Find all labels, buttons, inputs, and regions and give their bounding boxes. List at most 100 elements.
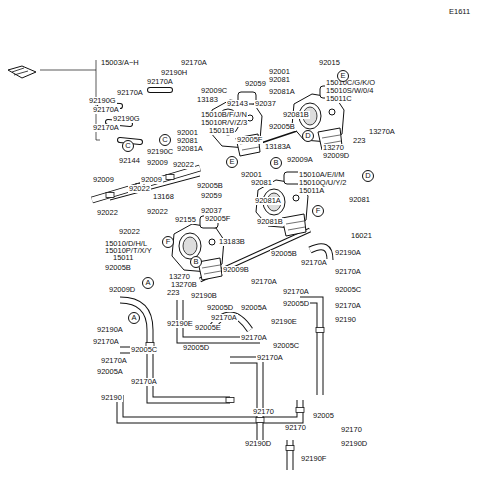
callout-number: 92170A — [256, 354, 284, 362]
callout-number: 92144 — [118, 157, 141, 165]
reference-circle: A — [128, 312, 140, 324]
callout-number: 92022 — [96, 209, 119, 217]
callout-number: 15011B — [208, 127, 235, 135]
reference-circle: E — [337, 70, 349, 82]
callout-number: 92170A — [334, 302, 362, 310]
reference-letter: C — [162, 136, 167, 144]
fuel-hoses — [120, 247, 330, 470]
callout-number: 92009C — [200, 87, 228, 95]
callout-number: 92022 — [172, 161, 195, 169]
reference-letter: F — [166, 238, 171, 246]
callout-number: 92059 — [244, 80, 267, 88]
callout-number: 92009 — [92, 176, 115, 184]
callout-number: 92170 — [284, 424, 307, 432]
callout-number: 92081B — [282, 111, 310, 119]
callout-number: 13270 — [168, 273, 191, 281]
callout-number: 92081A — [254, 197, 282, 205]
reference-circle: E — [226, 156, 238, 168]
reference-circle: A — [142, 277, 154, 289]
callout-number: 15011A — [298, 187, 325, 195]
callout-number: 92170 — [340, 426, 363, 434]
callout-number: 92005B — [104, 264, 132, 272]
callout-number: 92190A — [96, 326, 124, 334]
reference-letter: A — [145, 279, 150, 287]
callout-number: 92190F — [300, 455, 327, 463]
callout-number: 92190G — [112, 115, 141, 123]
reference-letter: D — [305, 132, 310, 140]
callout-number: 92170A — [100, 357, 128, 365]
reference-letter: B — [193, 258, 198, 266]
callout-number: 92170A — [180, 59, 208, 67]
callout-number: 13270 — [322, 144, 345, 152]
reference-letter: B — [273, 159, 278, 167]
callout-number: 92081A — [176, 145, 204, 153]
callout-number: 92009A — [286, 156, 314, 164]
reference-letter: D — [365, 172, 370, 180]
reference-circle: F — [312, 205, 324, 217]
front-arrow-icon — [8, 66, 36, 78]
callout-number: 92190H — [160, 69, 188, 77]
callout-number: 92170 — [252, 408, 275, 416]
callout-number: 92170A — [92, 124, 120, 132]
callout-number: 92170A — [130, 378, 158, 386]
callout-number: 92005C — [272, 342, 300, 350]
callout-number: 92022 — [118, 228, 141, 236]
callout-number: 92081 — [348, 196, 371, 204]
callout-number: 13168 — [152, 193, 175, 201]
callout-number: 13183B — [218, 238, 246, 246]
callout-number: 92001 — [176, 129, 199, 137]
reference-circle: D — [302, 130, 314, 142]
callout-number: 92001 — [240, 171, 263, 179]
callout-number: 92005B — [270, 250, 298, 258]
callout-number: 13183A — [264, 143, 292, 151]
callout-number: 15010B/F/J/N — [200, 111, 248, 119]
callout-number: 92170A — [334, 268, 362, 276]
callout-number: 92170A — [210, 314, 238, 322]
callout-number: 92170A — [92, 106, 120, 114]
callout-number: 92190 — [100, 394, 123, 402]
callout-number: 15011 — [112, 254, 134, 262]
callout-number: 16021 — [350, 232, 373, 240]
callout-number: 92170A — [146, 78, 174, 86]
callout-number: 92001 — [268, 68, 291, 76]
callout-number: 92005C — [130, 346, 158, 354]
callout-number: 92081B — [256, 218, 284, 226]
reference-circle: C — [122, 140, 134, 152]
callout-number: 92190 — [334, 316, 357, 324]
callout-number: 92009 — [146, 159, 169, 167]
callout-number: 92170A — [116, 89, 144, 97]
callout-number: 92190D — [340, 440, 368, 448]
callout-number: 92059 — [200, 192, 223, 200]
callout-number: 92005A — [240, 304, 268, 312]
callout-number: 13270A — [368, 128, 396, 136]
callout-number: 15010C/G/K/O — [325, 79, 376, 87]
callout-number: 92022 — [146, 208, 169, 216]
callout-number: 92005D — [282, 300, 310, 308]
callout-number: 92081 — [250, 179, 273, 187]
callout-number: 15010S/W/0/4 — [325, 87, 375, 95]
callout-number: 92081 — [176, 137, 199, 145]
callout-number: 92081 — [268, 76, 291, 84]
callout-number: 92190G — [88, 97, 117, 105]
callout-number: 92190B — [190, 292, 218, 300]
reference-circle: B — [270, 157, 282, 169]
reference-circle: D — [362, 170, 374, 182]
callout-number: 92009D — [108, 286, 136, 294]
callout-number: 15003/A~H — [100, 59, 140, 67]
callout-number: 92190E — [270, 318, 298, 326]
callout-number: 92005F — [204, 215, 231, 223]
callout-number: 92190C — [146, 148, 174, 156]
callout-number: 92190A — [334, 249, 362, 257]
callout-number: 13270B — [170, 281, 198, 289]
callout-number: 92005B — [268, 123, 296, 131]
reference-circle: C — [159, 134, 171, 146]
callout-number: 92005D — [206, 304, 234, 312]
callout-number: 92170A — [282, 288, 310, 296]
callout-number: 92022 — [128, 185, 151, 193]
reference-letter: C — [125, 142, 130, 150]
reference-letter: F — [316, 207, 321, 215]
callout-number: 15011C — [325, 95, 353, 103]
callout-number: 92009D — [322, 152, 350, 160]
callout-number: 15010R/V/Z/3 — [200, 119, 248, 127]
reference-circle: F — [162, 236, 174, 248]
